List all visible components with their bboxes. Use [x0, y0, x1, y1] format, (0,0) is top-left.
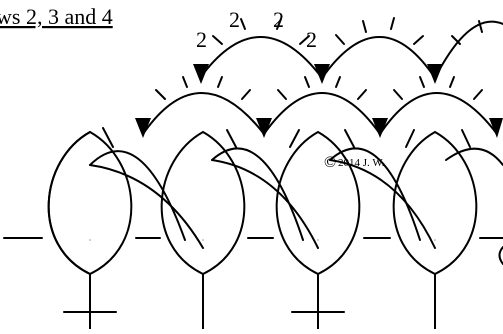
ring-center-dot	[434, 239, 436, 241]
picot	[305, 77, 309, 87]
copyright-text: 2014 J. W.	[338, 157, 385, 169]
ring-centres	[89, 239, 436, 241]
picot	[183, 77, 187, 87]
count-label: 2	[273, 7, 284, 32]
picot	[218, 77, 222, 87]
count-label: 2	[196, 27, 207, 52]
arrow-down-icon	[314, 64, 330, 84]
chain	[264, 93, 380, 134]
chain	[322, 37, 435, 78]
chain	[90, 151, 185, 240]
picot	[391, 18, 394, 29]
ring-center-dot	[202, 239, 204, 241]
picot	[336, 77, 340, 87]
chain	[143, 93, 264, 134]
arrow-down-icon	[427, 64, 443, 84]
chain	[90, 165, 203, 248]
bottom-chain-row	[90, 128, 503, 248]
arrows	[135, 64, 503, 138]
ring	[49, 132, 132, 274]
picot	[462, 130, 470, 147]
picot	[213, 36, 222, 44]
top-chain-row	[200, 18, 503, 78]
picot	[241, 19, 245, 29]
picot	[278, 90, 286, 99]
chain	[200, 37, 322, 78]
picot	[394, 90, 402, 99]
picot	[474, 90, 482, 99]
picot	[414, 36, 423, 44]
ring-center-dot	[317, 239, 319, 241]
picot	[363, 21, 366, 32]
picot	[103, 128, 113, 147]
picot	[242, 90, 250, 99]
picot	[450, 77, 454, 87]
picot	[420, 77, 424, 87]
arrow-down-icon	[193, 64, 209, 84]
picot	[345, 130, 354, 147]
chain	[446, 149, 503, 165]
chain	[380, 93, 497, 134]
rows-heading: ws 2, 3 and 4	[0, 4, 113, 29]
picot	[227, 130, 236, 147]
chain	[435, 22, 503, 78]
middle-chain-row	[143, 77, 497, 134]
picot	[406, 130, 414, 147]
count-label: 2	[306, 27, 317, 52]
picot	[156, 90, 165, 99]
ring-center-dot	[89, 239, 91, 241]
picot	[358, 90, 366, 99]
ring	[49, 132, 90, 274]
ring-stems	[64, 274, 435, 329]
ring	[162, 132, 245, 274]
ring-edge	[500, 247, 503, 264]
count-label: 2	[229, 7, 240, 32]
copyright-symbol: ©	[324, 154, 336, 171]
picot	[290, 130, 299, 147]
picot	[336, 35, 344, 44]
ring-row	[49, 132, 477, 274]
